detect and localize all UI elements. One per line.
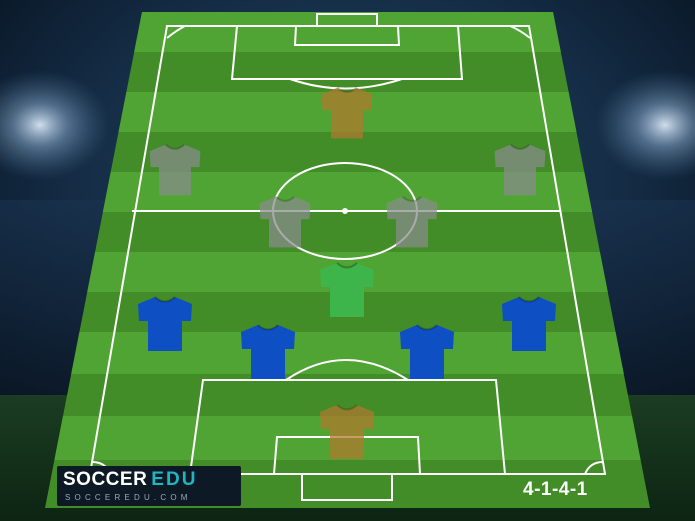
- shirt-icon: [138, 297, 192, 351]
- bottom-penalty-arc: [285, 359, 409, 381]
- shirt-collar: [401, 195, 423, 202]
- player-left-central-midfielder: [259, 195, 311, 248]
- shirt-icon: [494, 144, 546, 196]
- shirt-icon: [320, 405, 374, 459]
- top-penalty-arc: [289, 78, 403, 90]
- shirt-collar: [416, 324, 438, 331]
- player-left-centre-back: [241, 324, 295, 379]
- shirt-collar: [154, 296, 176, 303]
- player-defensive-midfielder: [320, 262, 374, 317]
- player-goalkeeper: [320, 404, 374, 459]
- player-right-central-midfielder: [386, 195, 438, 248]
- shirt-icon: [241, 325, 295, 379]
- bottom-penalty-box: [188, 379, 507, 475]
- shirt-collar: [274, 195, 296, 202]
- shirt-icon: [259, 196, 311, 248]
- shirt-collar: [509, 143, 531, 150]
- logo-word-edu: EDU: [151, 469, 198, 490]
- player-right-centre-back: [400, 324, 454, 379]
- shirt-collar: [336, 262, 358, 269]
- corner-arc: [166, 25, 186, 39]
- shirt-collar: [518, 296, 540, 303]
- top-goal: [316, 13, 378, 27]
- shirt-collar: [336, 404, 358, 411]
- corner-arc: [509, 25, 531, 39]
- players-layer: [138, 86, 556, 459]
- shirt-icon: [502, 297, 556, 351]
- centre-spot: [342, 208, 348, 214]
- player-right-winger: [494, 143, 546, 196]
- shirt-icon: [386, 196, 438, 248]
- formation-label: 4-1-4-1: [523, 479, 588, 500]
- shirt-collar: [164, 143, 186, 150]
- corner-arc: [584, 461, 604, 475]
- shirt-collar: [257, 324, 279, 331]
- player-left-winger: [149, 143, 201, 196]
- player-right-back: [502, 296, 556, 351]
- shirt-icon: [321, 87, 373, 139]
- shirt-icon: [320, 263, 374, 317]
- bottom-goal: [301, 473, 393, 501]
- shirt-icon: [400, 325, 454, 379]
- bottom-six-yard-box: [272, 436, 422, 475]
- player-striker: [321, 86, 373, 139]
- shirt-collar: [336, 86, 358, 93]
- logo-word-soccer: SOCCER: [63, 469, 148, 490]
- logo-url: SOCCEREDU.COM: [65, 493, 192, 502]
- shirt-icon: [149, 144, 201, 196]
- player-left-back: [138, 296, 192, 351]
